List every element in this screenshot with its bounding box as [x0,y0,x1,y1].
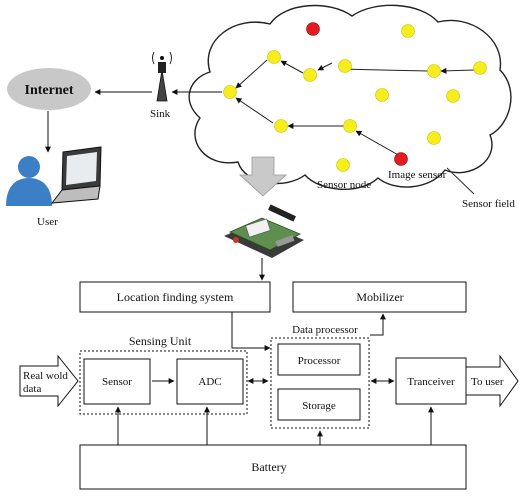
internet-label: Internet [25,83,74,98]
sensor-field-cloud [188,4,512,190]
sensor-node [427,64,441,78]
routing-arrows [235,59,476,157]
to-user-arrow [465,354,519,408]
battery-label: Battery [251,460,286,474]
sensor-node-label: Sensor node [317,179,371,191]
processor-to-mobilizer-arrow [370,313,386,336]
storage-block [277,388,361,421]
sensor-node [223,85,237,99]
battery-block [79,444,467,490]
sensor-field-pointer [446,167,475,195]
field-to-hardware-arrow [238,156,288,197]
image-sensor-label: Image sensor [388,169,447,181]
sensor-node [401,24,415,38]
user-label: User [37,216,58,228]
sensing-unit-container [79,350,248,415]
sensor-node-hardware-icon [224,204,304,258]
adc-label: ADC [198,376,221,388]
image-sensor-node [306,22,320,36]
sensing-unit-label: Sensing Unit [129,334,192,348]
sensor-node [343,119,357,133]
mobilizer-block [292,281,467,313]
data-processor-container [270,337,370,429]
sensor-node [303,68,317,82]
sensor-node [336,158,350,172]
tranceiver-label: Tranceiver [407,376,455,388]
image-sensor-node [394,152,408,166]
storage-label: Storage [302,400,336,412]
processor-label: Processor [298,355,341,367]
sink-label: Sink [150,108,171,120]
sink-antenna-icon [152,51,172,102]
location-to-processor-arrow [231,312,271,351]
mobilizer-label: Mobilizer [356,290,403,304]
sensor-node [427,131,441,145]
real-world-label-line2: data [23,383,41,395]
laptop-icon [50,146,102,204]
location-finding-label: Location finding system [117,290,234,304]
internet-ellipse [7,68,91,110]
sensor-node [267,50,281,64]
image-sensors [306,22,408,166]
sensor-node [274,119,288,133]
to-user-label: To user [471,376,504,388]
real-world-label-line1: Real wold [23,370,68,382]
sensor-block [83,358,151,405]
adc-block [176,358,244,405]
battery-power-arrows [115,406,434,445]
sensor-field-label: Sensor field [462,198,515,210]
location-finding-block [79,281,271,313]
sensor-node [375,88,389,102]
sensor-label: Sensor [102,376,132,388]
sensor-node [473,61,487,75]
real-world-data-arrow [19,354,79,408]
processor-block [277,343,361,376]
sensor-node [338,59,352,73]
user-person-icon [6,156,52,206]
data-processor-label: Data processor [292,324,358,336]
sensor-node [446,89,460,103]
sensor-nodes [223,24,487,172]
